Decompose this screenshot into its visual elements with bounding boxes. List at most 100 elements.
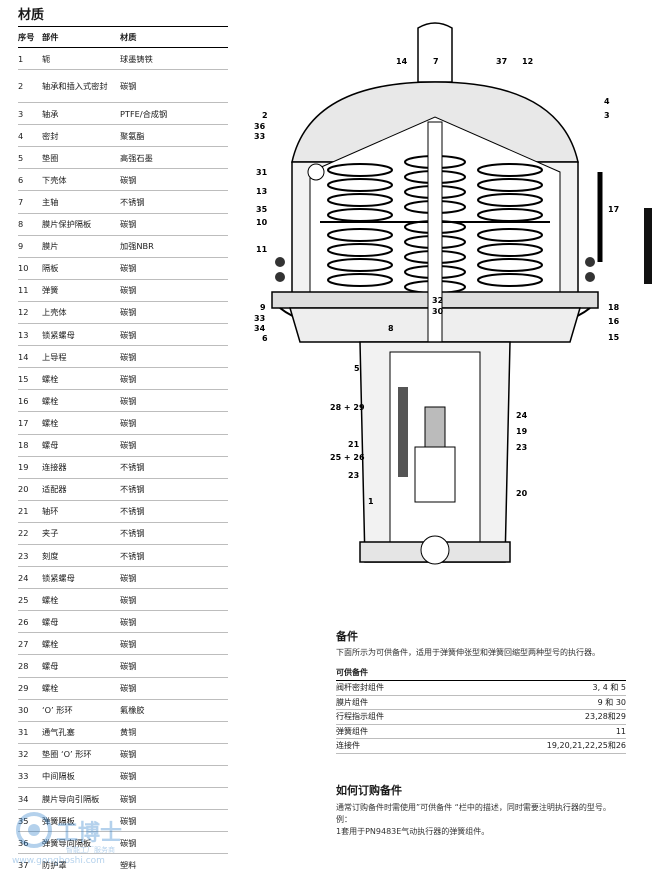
callout-9: 9 [260,303,266,312]
row-material: 不锈钢 [120,500,228,523]
materials-header-row: 序号 部件 材质 [18,26,228,48]
row-material: 氟橡胶 [120,699,228,722]
spare-name: 弹簧组件 [336,724,446,739]
ordering-text: 通常订购备件时需使用”可供备件 “栏中的描述，同时需要注明执行器的型号。 [336,803,611,812]
section-tab-marker [644,208,652,284]
callout-31: 31 [256,168,268,177]
row-number: 5 [18,146,42,170]
callout-19: 19 [516,427,528,436]
callout-23b: 23 [516,443,527,452]
row-part: 垫圈 ‘O’ 形环 [42,743,120,766]
row-part: 适配器 [42,478,120,501]
row-number: 36 [18,831,42,855]
watermark-brand: 工博士 [56,820,122,846]
row-part: 防护罩 [42,853,120,874]
row-part: 轴承和插入式密封 [42,69,120,104]
row-part: 轴环 [42,500,120,523]
row-material: 碳钢 [120,787,228,811]
callout-34: 34 [254,324,266,333]
ordering-example: 1套用于PN9483E气动执行器的弹簧组件。 [336,827,490,836]
row-material: 碳钢 [120,654,228,678]
callout-33a: 33 [254,132,265,141]
callout-28-29: 28 + 29 [330,403,365,412]
callout-20: 20 [516,489,528,498]
row-number: 14 [18,345,42,369]
row-material: PTFE/合成钢 [120,102,228,126]
row-number: 30 [18,699,42,722]
callout-32: 32 [432,296,443,305]
spares-description: 下面所示为可供备件，适用于弹簧伸张型和弹簧回缩型两种型号的执行器。 [336,648,600,657]
callout-17: 17 [608,205,619,214]
row-number: 26 [18,610,42,634]
spare-items: 11 [445,724,626,739]
row-number: 21 [18,500,42,523]
spares-section: 备件 下面所示为可供备件，适用于弹簧伸张型和弹簧回缩型两种型号的执行器。 可供备… [336,628,626,754]
row-part: 主轴 [42,190,120,214]
row-material: 不锈钢 [120,478,228,501]
row-number: 17 [18,411,42,435]
row-material: 碳钢 [120,69,228,104]
row-material: 加强NBR [120,235,228,258]
row-part: 螺栓 [42,677,120,700]
row-part: 螺栓 [42,632,120,656]
row-number: 7 [18,190,42,214]
row-part: 垫圈 [42,146,120,170]
row-material: 碳钢 [120,610,228,634]
row-number: 28 [18,654,42,678]
callout-33b: 33 [254,314,265,323]
spares-subtitle: 可供备件 [336,668,368,677]
row-number: 16 [18,389,42,413]
row-part: 螺母 [42,434,120,457]
callout-30: 30 [432,307,444,316]
row-material: 碳钢 [120,677,228,700]
watermark-site: www.gongboshi.com [12,856,105,866]
watermark-logo: 工博士 智能工厂服务商 www.gongboshi.com [8,800,168,870]
row-part: 弹簧导向隔板 [42,831,120,855]
row-number: 13 [18,323,42,347]
actuator-drawing: 14 2 36 33 31 13 35 10 11 9 33 34 6 5 28… [254,22,620,565]
row-part: 轴承 [42,102,120,126]
row-material: 不锈钢 [120,190,228,214]
row-number: 22 [18,522,42,545]
row-material: 碳钢 [120,434,228,457]
row-part: 上壳体 [42,301,120,325]
row-part: 隔板 [42,257,120,280]
row-part: 膜片导向引隔板 [42,787,120,811]
row-material: 碳钢 [120,831,228,855]
callout-5: 5 [354,364,360,373]
callout-18: 18 [608,303,620,312]
row-part: 膜片保护隔板 [42,213,120,236]
row-number: 10 [18,257,42,280]
row-part: 密封 [42,124,120,148]
row-material: 不锈钢 [120,522,228,545]
row-part: 螺母 [42,654,120,678]
row-material: 碳钢 [120,345,228,369]
row-material: 碳钢 [120,765,228,789]
row-number: 1 [18,47,42,71]
row-part: 锁紧螺母 [42,323,120,347]
row-number: 29 [18,677,42,700]
row-part: 螺栓 [42,389,120,413]
